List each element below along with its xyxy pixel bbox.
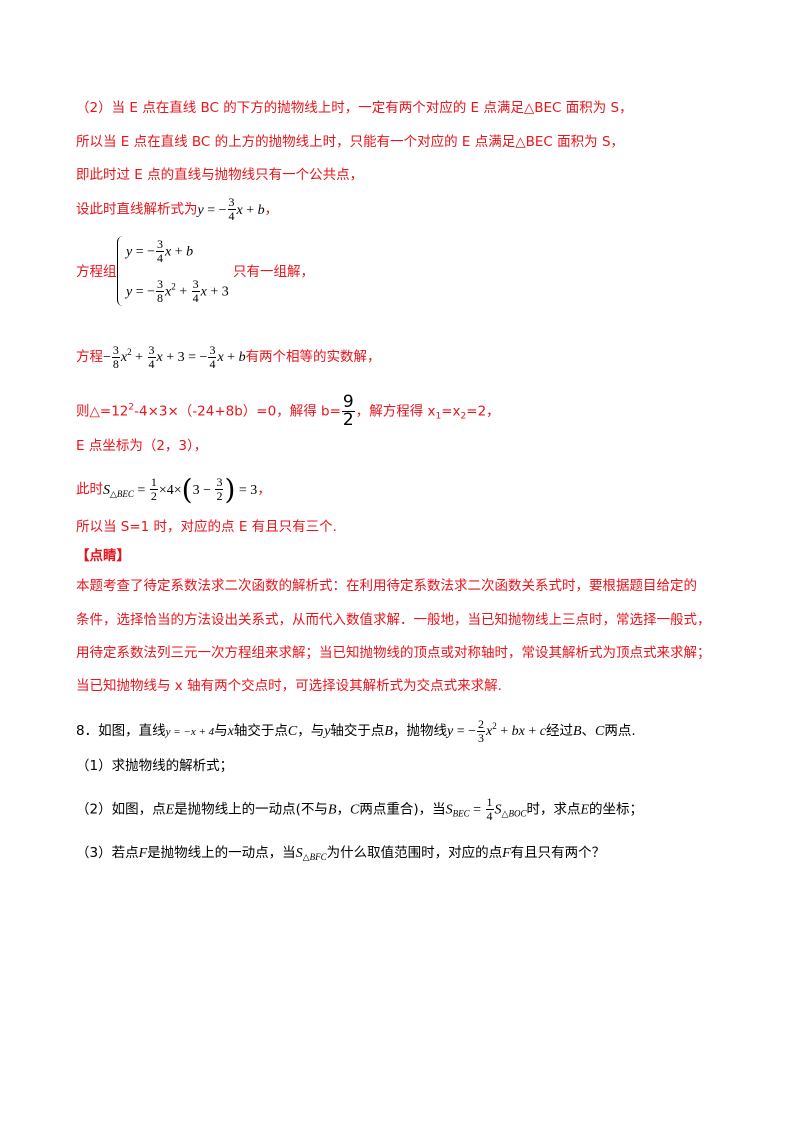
comment-heading: 【点睛】	[76, 548, 130, 564]
question-8-part-1: （1）求抛物线的解析式；	[76, 758, 234, 774]
answer-line-5-tail: 只有一组解，	[233, 264, 314, 280]
question-8-part-3: （3）若点F是抛物线上的一动点，当S△BFC为什么取值范围时，对应的点F有且只有…	[76, 845, 606, 862]
comment-line-1: 本题考查了待定系数法求二次函数的解析式：在利用待定系数法求二次函数关系式时，要根…	[76, 578, 697, 594]
answer-line-3: 即此时过 E 点的直线与抛物线只有一个公共点，	[76, 167, 364, 183]
answer-line-2: 所以当 E 点在直线 BC 的上方的抛物线上时，只能有一个对应的 E 点满足△B…	[76, 134, 625, 150]
system-brace	[117, 236, 128, 306]
comment-line-2: 条件，选择恰当的方法设出关系式，从而代入数值求解．一般地，当已知抛物线上三点时，…	[76, 612, 711, 628]
comment-line-4: 当已知抛物线与 x 轴有两个交点时，可选择设其解析式为交点式来求解.	[76, 678, 502, 694]
answer-line-8: E 点坐标为（2，3），	[76, 438, 208, 454]
question-8: 8．如图，直线y = −x + 4与x轴交于点C，与y轴交于点B，抛物线y = …	[76, 716, 636, 745]
answer-line-5-label: 方程组	[76, 264, 117, 280]
answer-line-1: （2）当 E 点在直线 BC 的下方的抛物线上时，一定有两个对应的 E 点满足△…	[76, 100, 633, 116]
comment-line-3: 用待定系数法列三元一次方程组来求解；当已知抛物线的顶点或对称轴时，常设其解析式为…	[76, 645, 711, 661]
answer-line-10: 所以当 S=1 时，对应的点 E 有且只有三个.	[76, 519, 337, 535]
